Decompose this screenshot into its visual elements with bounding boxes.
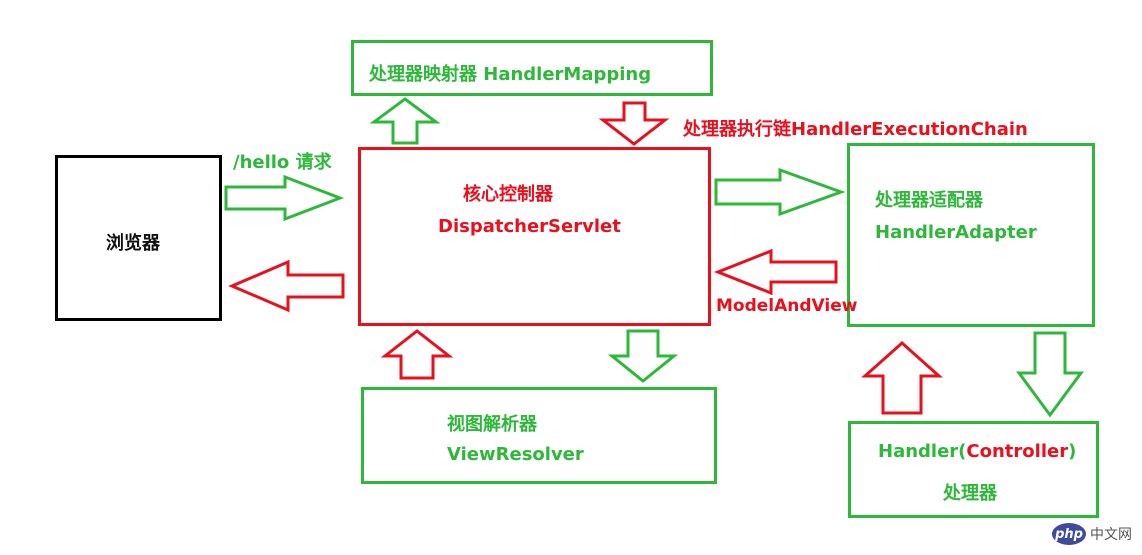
- handler-adapter-node: [847, 143, 1095, 327]
- handler-label: Handler(Controller): [878, 441, 1076, 462]
- execution-chain-label: 处理器执行链HandlerExecutionChain: [683, 119, 1028, 140]
- watermark: php 中文网: [1052, 523, 1132, 545]
- execution-chain-arrow: [598, 101, 670, 146]
- handler-label-controller: Controller: [966, 441, 1069, 462]
- view-resolver-node: [361, 387, 717, 484]
- handler-label-cn: 处理器: [943, 483, 997, 504]
- browser-node: [55, 155, 222, 321]
- watermark-text: 中文网: [1090, 527, 1132, 543]
- php-logo-icon: php: [1052, 523, 1086, 545]
- from-handler-arrow: [861, 340, 943, 415]
- request-label: /hello 请求: [233, 152, 332, 173]
- mapping-label: 处理器映射器 HandlerMapping: [369, 64, 652, 85]
- to-handler-arrow: [1016, 331, 1084, 418]
- dispatcher-label-cn: 核心控制器: [463, 184, 553, 205]
- to-resolver-arrow: [607, 329, 679, 383]
- handler-controller-node: [848, 421, 1099, 518]
- from-resolver-arrow: [380, 329, 454, 380]
- resolver-label-en: ViewResolver: [447, 444, 584, 465]
- response-arrow: [228, 259, 345, 313]
- model-and-view-arrow: [713, 248, 838, 296]
- dispatcher-servlet-node: [358, 147, 711, 326]
- handler-label-suffix: ): [1068, 441, 1077, 462]
- to-mapping-arrow: [369, 97, 441, 145]
- to-adapter-arrow: [714, 167, 846, 217]
- model-and-view-label: ModelAndView: [716, 296, 858, 316]
- handler-mapping-node: [351, 40, 713, 96]
- resolver-label-cn: 视图解析器: [447, 414, 537, 435]
- adapter-label-en: HandlerAdapter: [875, 222, 1037, 243]
- dispatcher-label-en: DispatcherServlet: [438, 216, 621, 237]
- request-arrow: [224, 174, 345, 222]
- browser-label: 浏览器: [106, 233, 160, 254]
- adapter-label-cn: 处理器适配器: [875, 190, 983, 211]
- handler-label-prefix: Handler(: [878, 441, 967, 462]
